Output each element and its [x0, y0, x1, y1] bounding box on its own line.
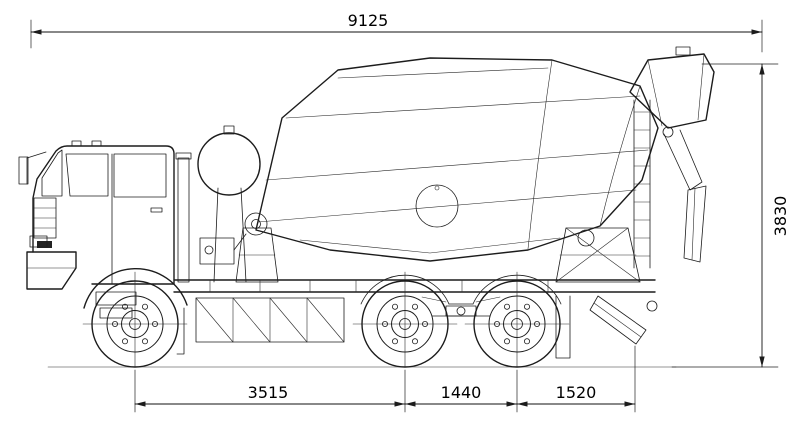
rear-ladder	[633, 99, 651, 269]
bogie-suspension	[421, 296, 501, 317]
overall-height-label: 3830	[771, 196, 790, 237]
toolbox	[195, 297, 345, 343]
door-handle	[150, 207, 163, 213]
rear-wheel-1	[352, 271, 458, 368]
folded-chute	[589, 295, 647, 345]
dimension-wheelbase: 3515	[134, 383, 406, 407]
front-wheel	[82, 271, 188, 368]
overall-length-label: 9125	[348, 11, 389, 30]
behind-cab-equipment	[175, 125, 279, 283]
dimension-overall-height: 3830	[671, 63, 790, 368]
front-bumper	[26, 251, 77, 290]
rear-wheel-2	[464, 271, 570, 368]
mixer-drum	[255, 57, 659, 262]
headlight	[29, 235, 48, 248]
mirror	[18, 151, 47, 185]
support-roller	[577, 229, 595, 247]
dimension-overall-length: 9125	[30, 11, 763, 53]
drive-unit	[199, 237, 235, 265]
dimension-rear-overhang: 1520	[516, 383, 636, 407]
rear-assembly	[555, 46, 715, 345]
side-window	[65, 153, 109, 197]
chassis-frame	[173, 274, 656, 359]
wheelbase-label: 3515	[248, 383, 289, 402]
rear-overhang-label: 1520	[556, 383, 597, 402]
rear-axle-spacing-label: 1440	[441, 383, 482, 402]
cab	[18, 140, 188, 355]
air-intake-stack	[177, 157, 190, 283]
drum-gearbox	[244, 212, 268, 236]
truck-drawing	[18, 46, 715, 368]
water-tank	[197, 132, 261, 196]
discharge-chute	[662, 126, 707, 263]
door-window	[113, 153, 167, 198]
drum-manhole	[415, 184, 459, 228]
dimension-rear-axle-spacing: 1440	[404, 383, 518, 407]
rear-mudflap	[555, 295, 571, 359]
brand-badge	[37, 241, 52, 248]
front-fender	[83, 267, 188, 309]
bottom-extension-lines	[134, 345, 636, 413]
front-drum-pedestal	[235, 227, 279, 283]
tank-filler	[223, 125, 235, 135]
windshield	[41, 149, 63, 197]
cab-step	[95, 291, 137, 306]
tow-hook	[646, 300, 658, 312]
front-mudflap	[176, 307, 185, 355]
